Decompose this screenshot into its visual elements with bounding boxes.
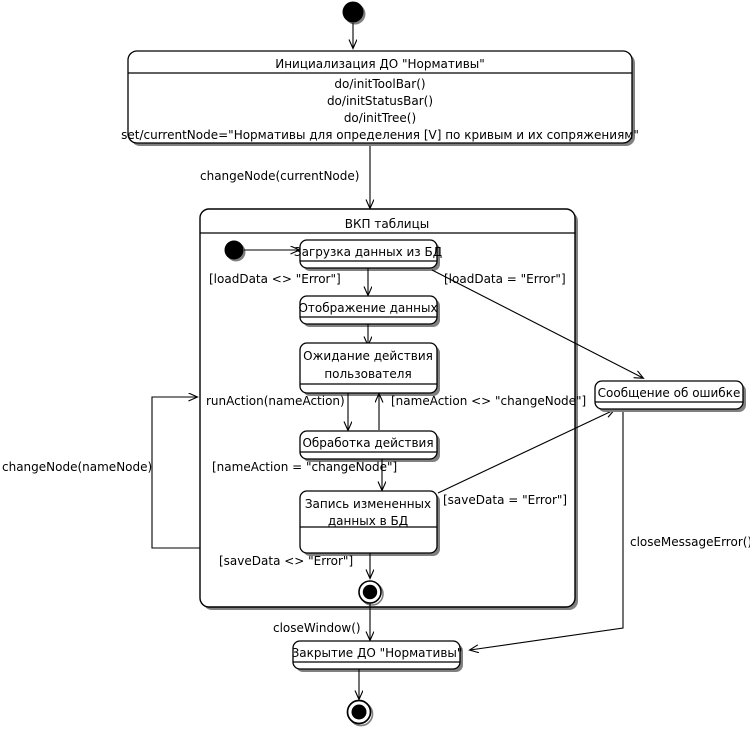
label-save-ok: [saveData <> "Error"] <box>219 554 353 568</box>
state-save-data-line1: Запись измененных <box>305 497 431 511</box>
label-load-err: [loadData = "Error"] <box>444 272 566 286</box>
label-close-message-error: closeMessageError() <box>630 535 750 549</box>
state-load-data-title: Загрузка данных из БД <box>294 245 442 259</box>
label-change-node-current: changeNode(currentNode) <box>200 169 359 183</box>
composite-state-table: ВКП таблицы <box>199 208 578 610</box>
inner-final-node <box>358 580 384 606</box>
state-process-action-title: Обработка действия <box>302 436 433 450</box>
final-node <box>346 699 374 727</box>
state-close: Закрытие ДО "Нормативы" <box>292 640 463 672</box>
transition-save-to-error <box>437 410 614 494</box>
state-wait-action: Ожидание действия пользователя <box>299 342 440 396</box>
label-name-action-ne: [nameAction <> "changeNode"] <box>391 394 586 408</box>
label-close-window: closeWindow() <box>273 621 361 635</box>
transition-error-to-close <box>470 412 624 650</box>
transition-composite-self-changenode <box>151 397 200 549</box>
state-wait-action-line1: Ожидание действия <box>303 349 433 363</box>
label-run-action: runAction(nameAction) <box>206 394 345 408</box>
state-init: Инициализация ДО "Нормативы" do/initTool… <box>121 50 639 146</box>
state-init-action-4: set/currentNode="Нормативы для определен… <box>121 128 639 142</box>
inner-start-node <box>224 240 246 262</box>
state-init-action-1: do/initToolBar() <box>334 77 425 91</box>
state-show-data-title: Отображение данных <box>298 301 437 315</box>
label-save-err: [saveData = "Error"] <box>443 493 567 507</box>
label-name-action-eq: [nameAction = "changeNode"] <box>212 460 397 474</box>
state-init-action-3: do/initTree() <box>344 111 416 125</box>
state-load-data: Загрузка данных из БД <box>294 239 442 271</box>
composite-state-title: ВКП таблицы <box>345 217 429 231</box>
state-close-title: Закрытие ДО "Нормативы" <box>292 646 463 660</box>
start-node <box>342 1 366 25</box>
state-error-message: Сообщение об ошибке <box>594 380 746 412</box>
state-wait-action-line2: пользователя <box>324 367 411 381</box>
state-save-data: Запись измененных данных в БД <box>299 490 440 556</box>
state-init-title: Инициализация ДО "Нормативы" <box>275 57 485 71</box>
state-init-action-2: do/initStatusBar() <box>327 94 433 108</box>
state-save-data-line2: данных в БД <box>328 514 408 528</box>
state-error-message-title: Сообщение об ошибке <box>598 386 741 400</box>
label-load-ok: [loadData <> "Error"] <box>209 272 341 286</box>
label-change-node-name: changeNode(nameNode) <box>2 460 152 474</box>
transition-load-to-error <box>431 269 643 378</box>
state-process-action: Обработка действия <box>299 430 440 462</box>
state-show-data: Отображение данных <box>298 295 440 327</box>
